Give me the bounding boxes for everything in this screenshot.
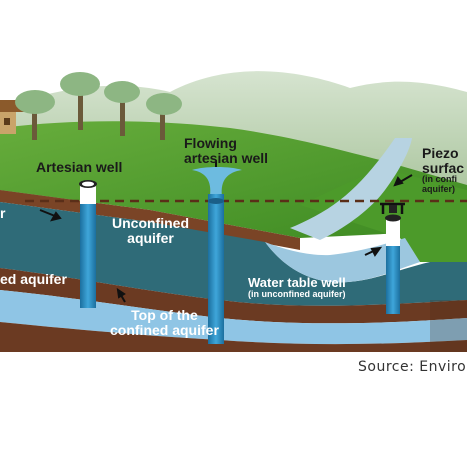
top-of-confined-aquifer-label: Top of the confined aquifer xyxy=(110,308,219,337)
piezometric-line4: aquifer) xyxy=(422,183,456,194)
lake xyxy=(265,238,420,283)
unconfined-line2: aquifer xyxy=(127,229,174,246)
arrow-icon xyxy=(39,160,413,303)
confined-aquifer-label: ed aquifer xyxy=(0,271,67,287)
flowing-label-line1: Flowing xyxy=(184,135,237,151)
water-table-well-label: Water table well (in unconfined aquifer) xyxy=(248,276,346,299)
topsoil-band xyxy=(0,190,300,250)
piezometric-line3: (in confi xyxy=(422,174,457,185)
artesian-well-label: Artesian well xyxy=(36,159,123,175)
grass-plateau-right xyxy=(300,168,467,262)
confined-aquifer-label-cut: r xyxy=(0,205,6,221)
flowing-label-line2: artesian well xyxy=(184,149,269,166)
piezometric-line2: surfac xyxy=(422,159,465,176)
source-credit: Source: Enviro xyxy=(358,359,467,375)
unconfined-line1: Unconfined xyxy=(112,215,189,231)
water-table-line2: (in unconfined aquifer) xyxy=(248,288,346,299)
flowing-artesian-well xyxy=(192,167,242,344)
piezometric-line1: Piezo xyxy=(422,145,459,161)
water-table-line1: Water table well xyxy=(248,275,346,290)
piezometric-label: Piezo surfac (in confi aquifer) xyxy=(422,146,464,194)
water-table-well xyxy=(380,202,405,314)
confined-aquifer xyxy=(0,290,467,345)
unconfined-aquifer-label: Unconfined aquifer xyxy=(112,216,189,245)
unconfined-aquifer xyxy=(0,202,467,306)
flowing-artesian-well-label: Flowing artesian well xyxy=(184,136,268,165)
river xyxy=(290,138,412,240)
top-confined-line1: Top of the xyxy=(131,307,198,323)
bedrock xyxy=(0,322,467,352)
top-confined-line2: confined aquifer xyxy=(110,321,219,338)
artesian-well xyxy=(79,180,97,308)
tree-icon xyxy=(15,72,182,140)
confining-layer xyxy=(0,268,467,324)
